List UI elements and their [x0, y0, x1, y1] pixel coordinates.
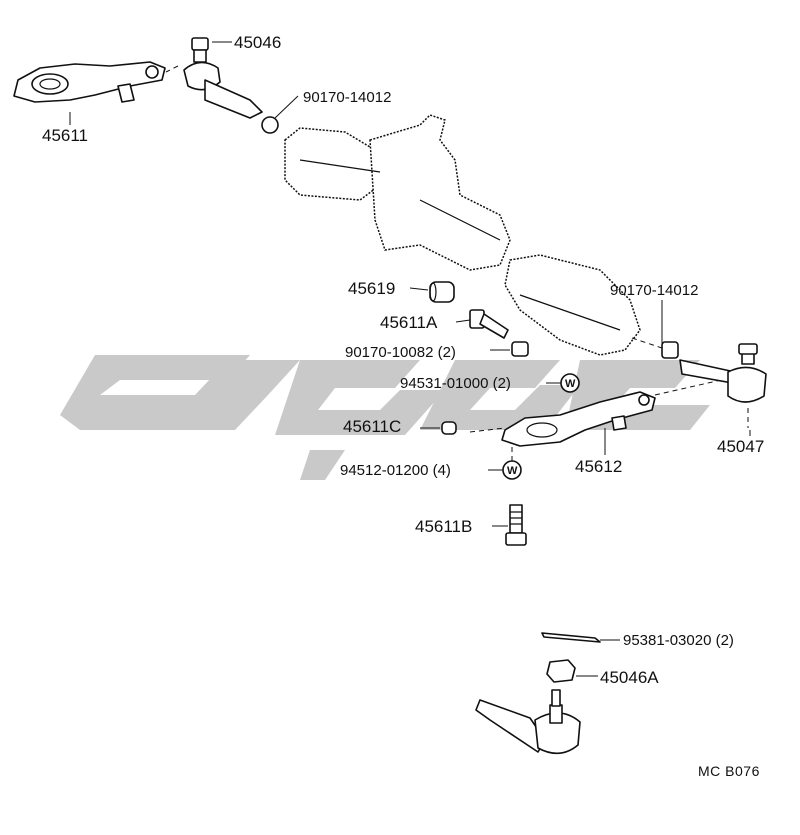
label-95381-03020: 95381-03020 (2) [623, 632, 734, 649]
label-45046A: 45046A [600, 668, 659, 687]
cotter-pin-95381-03020 [541, 632, 601, 643]
nut-90170-10082 [511, 341, 529, 357]
label-45047: 45047 [717, 437, 764, 456]
label-45611C: 45611C [343, 417, 401, 436]
washer-mark: W [507, 465, 518, 477]
tie-rod-end-45046 [165, 37, 279, 134]
label-90170-10082: 90170-10082 (2) [345, 344, 456, 361]
label-45619: 45619 [348, 279, 395, 298]
label-90170-14012-a: 90170-14012 [303, 89, 391, 106]
tie-rod-end-45047 [679, 343, 767, 428]
washer-mark: W [565, 378, 576, 390]
label-94531-01000: 94531-01000 (2) [400, 375, 511, 392]
label-45612: 45612 [575, 457, 622, 476]
bushing-45611C [441, 421, 457, 435]
knuckle-arm-45611 [13, 61, 166, 103]
label-45611: 45611 [42, 126, 88, 145]
washer-94512-01200: W [502, 446, 522, 480]
label-90170-14012-b: 90170-14012 [610, 282, 698, 299]
knuckle-arm-45612 [469, 377, 731, 447]
washer-94531-01000: W [560, 373, 580, 393]
label-94512-01200: 94512-01200 (4) [340, 462, 451, 479]
diagram-code: MC B076 [698, 763, 760, 779]
nut-45046A [546, 659, 576, 683]
bolt-45611B [505, 504, 527, 546]
bolt-45611A [469, 309, 509, 339]
label-45611B: 45611B [415, 517, 472, 536]
nut-90170-14012-right [631, 337, 679, 359]
leader-lines [69, 41, 751, 677]
tie-rod-end-bottom [475, 689, 581, 755]
label-45611A: 45611A [380, 313, 438, 332]
part-labels: 45046 45611 90170-14012 45619 90170-1401… [42, 33, 764, 779]
label-45046: 45046 [234, 33, 281, 52]
steering-rack-assembly [284, 114, 641, 356]
bushing-45619 [429, 281, 455, 303]
